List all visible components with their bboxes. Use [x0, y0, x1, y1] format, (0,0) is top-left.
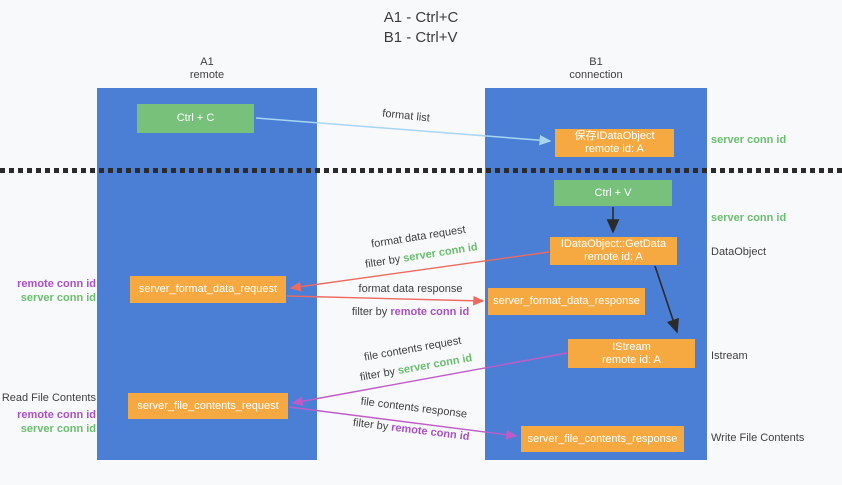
- istream-side-label: Istream: [711, 350, 748, 363]
- server-conn-id-label-top: server conn id: [711, 134, 786, 147]
- remote-conn-id-text: remote conn id: [17, 409, 96, 421]
- save-idataobject-box: 保存IDataObject remote id: A: [555, 129, 674, 157]
- title-line-2: B1 - Ctrl+V: [383, 29, 458, 46]
- server-file-contents-request-box: server_file_contents_request: [128, 393, 288, 419]
- lifeline-b-subtitle: connection: [569, 69, 623, 81]
- server-conn-id-text: server conn id: [711, 134, 787, 146]
- left-conn-id-labels-top: remote conn id server conn id: [0, 278, 96, 306]
- filter-key-remote-conn-id: remote conn id: [390, 421, 471, 444]
- save-idataobject-line1: 保存IDataObject: [574, 130, 655, 142]
- filter-by-text: filter by: [364, 252, 405, 271]
- server-conn-id-text: server conn id: [20, 292, 96, 304]
- server-conn-id-text: server conn id: [20, 423, 96, 435]
- file-response-label: server_file_contents_response: [527, 432, 678, 445]
- filter-by-text: filter by: [359, 365, 400, 384]
- server-format-data-request-box: server_format_data_request: [130, 276, 286, 303]
- filter-by-text: filter by: [352, 416, 392, 434]
- read-file-contents-text: Read File Contents: [1, 392, 96, 404]
- remote-conn-id-text: remote conn id: [17, 278, 96, 290]
- file-contents-response-filter: filter by remote conn id: [348, 416, 474, 444]
- lifeline-a-subtitle: remote: [189, 69, 225, 81]
- dataobject-text: DataObject: [711, 246, 767, 258]
- istream-box: IStream remote id: A: [568, 339, 695, 368]
- format-response-label: server_format_data_response: [493, 295, 640, 307]
- idataobject-getdata-box: IDataObject::GetData remote id: A: [550, 237, 677, 265]
- getdata-line1: IDataObject::GetData: [560, 238, 667, 250]
- format-data-response-label: format data response filter by remote co…: [348, 283, 473, 319]
- format-request-label: server_format_data_request: [138, 283, 278, 295]
- server-conn-id-label-mid: server conn id: [711, 212, 786, 225]
- ctrl-c-label: Ctrl + C: [176, 112, 215, 124]
- lifeline-b-header: B1 connection: [486, 56, 706, 82]
- left-read-file-labels: Read File Contents remote conn id server…: [0, 392, 96, 437]
- filter-key-server-conn-id: server conn id: [402, 241, 479, 265]
- format-data-response-filter: filter by remote conn id: [348, 306, 473, 319]
- save-idataobject-line2: remote id: A: [585, 143, 644, 155]
- file-request-label: server_file_contents_request: [137, 399, 279, 412]
- filter-key-remote-conn-id: remote conn id: [390, 306, 470, 318]
- format-list-label: format list: [366, 106, 447, 127]
- ctrl-c-action-box: Ctrl + C: [137, 104, 254, 133]
- file-contents-response-label: file contents response filter by remote …: [348, 395, 476, 445]
- server-format-data-response-box: server_format_data_response: [488, 288, 645, 315]
- istream-line1: IStream: [612, 340, 651, 353]
- server-file-contents-response-box: server_file_contents_response: [521, 426, 684, 452]
- lifeline-a-header: A1 remote: [97, 56, 317, 82]
- lifeline-a-name: A1: [200, 56, 214, 68]
- getdata-line2: remote id: A: [584, 251, 643, 263]
- filter-by-text: filter by: [351, 306, 391, 318]
- server-conn-id-text: server conn id: [711, 212, 787, 224]
- lifeline-b-name: B1: [589, 56, 603, 68]
- phase-divider-dotted-line: [0, 168, 842, 173]
- title-line-1: A1 - Ctrl+C: [383, 9, 459, 26]
- write-file-contents-text: Write File Contents: [711, 432, 805, 444]
- istream-line2: remote id: A: [602, 353, 661, 366]
- dataobject-label: DataObject: [711, 246, 766, 259]
- format-data-response-text: format data response: [358, 283, 463, 295]
- file-contents-request-label: file contents request filter by server c…: [350, 332, 479, 385]
- file-contents-response-text: file contents response: [360, 395, 468, 421]
- write-file-contents-label: Write File Contents: [711, 432, 804, 445]
- istream-text: Istream: [711, 350, 748, 362]
- format-list-text: format list: [381, 107, 431, 125]
- format-data-request-label: format data request filter by server con…: [353, 221, 486, 273]
- ctrl-v-label: Ctrl + V: [594, 186, 632, 199]
- ctrl-v-action-box: Ctrl + V: [554, 180, 672, 206]
- diagram-title: A1 - Ctrl+C B1 - Ctrl+V: [0, 8, 842, 48]
